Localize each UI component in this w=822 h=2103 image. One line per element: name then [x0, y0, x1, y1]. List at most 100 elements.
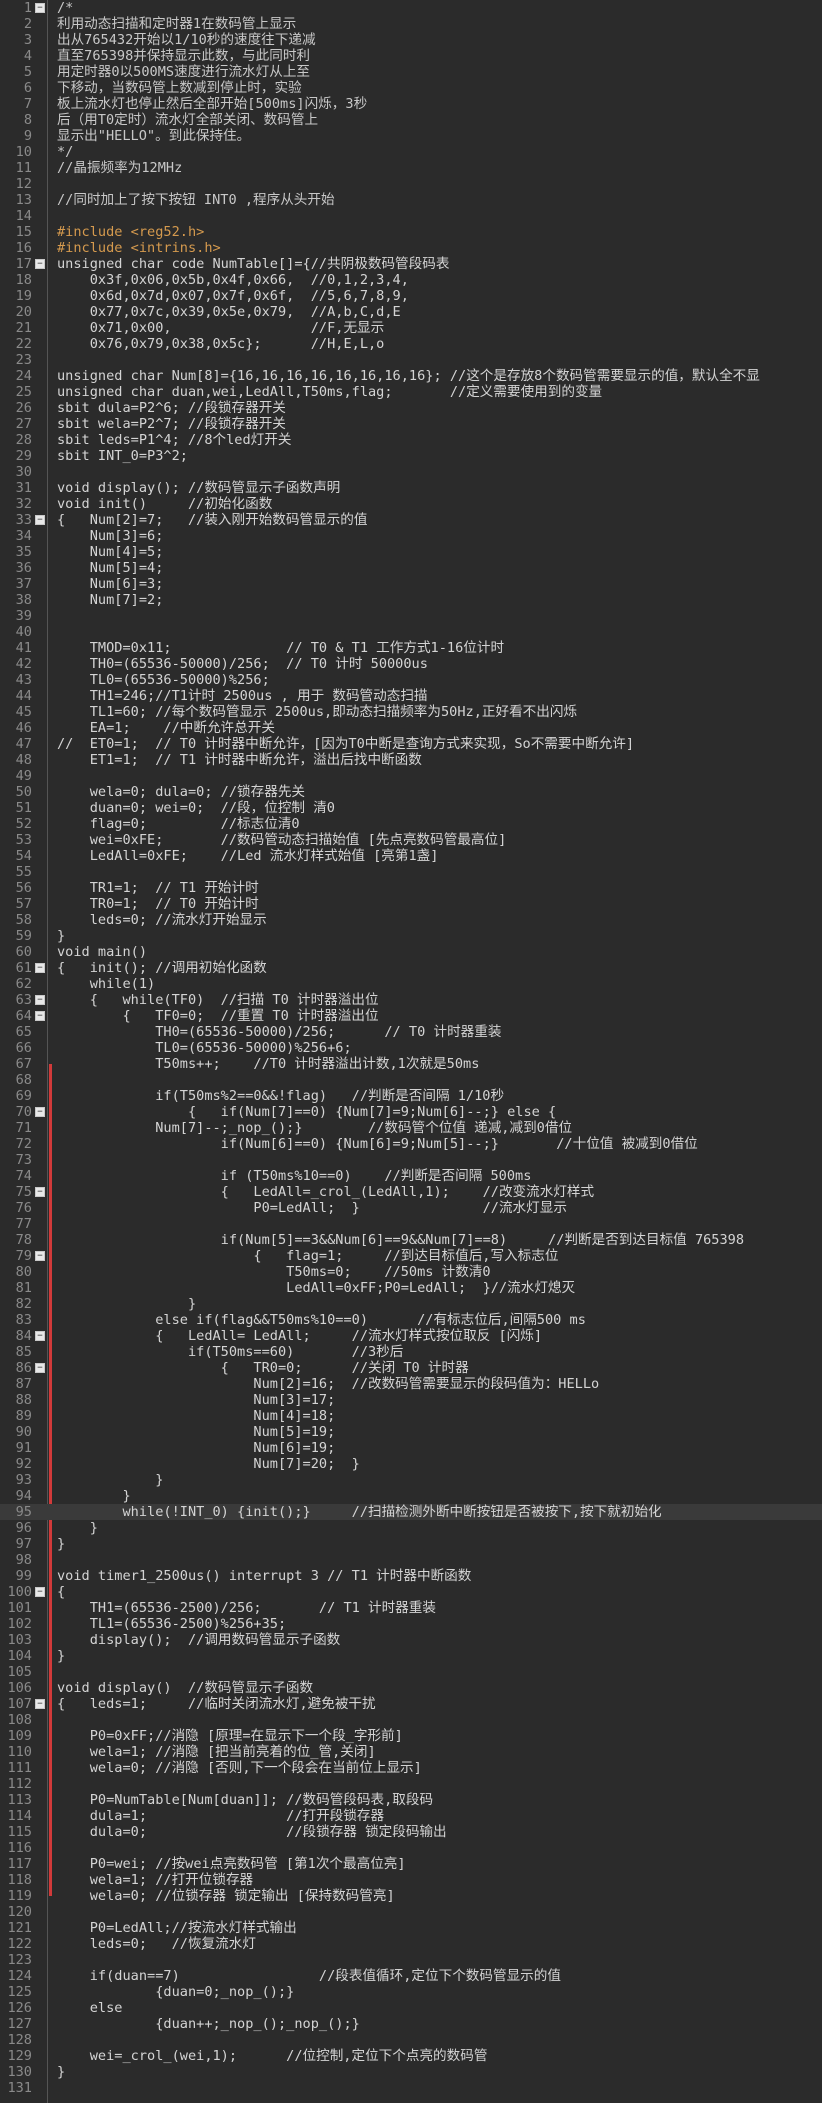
code-line[interactable]: 41 TMOD=0x11; // T0 & T1 工作方式1-16位计时 [0, 640, 822, 656]
code-line[interactable]: 50 wela=0; dula=0; //锁存器先关 [0, 784, 822, 800]
code-line[interactable]: 43 TL0=(65536-50000)%256; [0, 672, 822, 688]
code-line[interactable]: 44 TH1=246;//T1计时 2500us , 用于 数码管动态扫描 [0, 688, 822, 704]
code-line[interactable]: 19 0x6d,0x7d,0x07,0x7f,0x6f, //5,6,7,8,9… [0, 288, 822, 304]
code-line[interactable]: 110 wela=1; //消隐 [把当前亮着的位_管,关闭] [0, 1744, 822, 1760]
code-line[interactable]: 23 [0, 352, 822, 368]
code-line[interactable]: 95 while(!INT_0) {init();} //扫描检测外断中断按钮是… [0, 1504, 822, 1520]
code-line[interactable]: 75− { LedAll=_crol_(LedAll,1); //改变流水灯样式 [0, 1184, 822, 1200]
fold-toggle-icon[interactable]: − [35, 515, 45, 525]
code-line[interactable]: 87 Num[2]=16; //改数码管需要显示的段码值为：HELLo [0, 1376, 822, 1392]
code-line[interactable]: 34 Num[3]=6; [0, 528, 822, 544]
code-line[interactable]: 92 Num[7]=20; } [0, 1456, 822, 1472]
code-line[interactable]: 86− { TR0=0; //关闭 T0 计时器 [0, 1360, 822, 1376]
code-line[interactable]: 64− { TF0=0; //重置 T0 计时器溢出位 [0, 1008, 822, 1024]
fold-toggle-icon[interactable]: − [35, 1587, 45, 1597]
code-line[interactable]: 57 TR0=1; // T0 开始计时 [0, 896, 822, 912]
code-line[interactable]: 97} [0, 1536, 822, 1552]
code-line[interactable]: 45 TL1=60; //每个数码管显示 2500us,即动态扫描频率为50Hz… [0, 704, 822, 720]
code-line[interactable]: 120 [0, 1904, 822, 1920]
fold-toggle-icon[interactable]: − [35, 1331, 45, 1341]
code-line[interactable]: 71 Num[7]--;_nop_();} //数码管个位值 递减,减到0借位 [0, 1120, 822, 1136]
code-line[interactable]: 74 if (T50ms%10==0) //判断是否间隔 500ms [0, 1168, 822, 1184]
code-line[interactable]: 98 [0, 1552, 822, 1568]
fold-toggle-icon[interactable]: − [35, 259, 45, 269]
code-line[interactable]: 94 } [0, 1488, 822, 1504]
code-line[interactable]: 93 } [0, 1472, 822, 1488]
code-line[interactable]: 1−/* [0, 0, 822, 16]
code-line[interactable]: 37 Num[6]=3; [0, 576, 822, 592]
code-line[interactable]: 108 [0, 1712, 822, 1728]
code-line[interactable]: 73 [0, 1152, 822, 1168]
code-line[interactable]: 115 dula=0; //段锁存器 锁定段码输出 [0, 1824, 822, 1840]
code-line[interactable]: 16#include <intrins.h> [0, 240, 822, 256]
code-line[interactable]: 124 if(duan==7) //段表值循环,定位下个数码管显示的值 [0, 1968, 822, 1984]
fold-toggle-icon[interactable]: − [35, 3, 45, 13]
code-line[interactable]: 55 [0, 864, 822, 880]
code-line[interactable]: 17−unsigned char code NumTable[]={//共阴极数… [0, 256, 822, 272]
code-line[interactable]: 85 if(T50ms==60) //3秒后 [0, 1344, 822, 1360]
code-line[interactable]: 80 T50ms=0; //50ms 计数清0 [0, 1264, 822, 1280]
code-line[interactable]: 20 0x77,0x7c,0x39,0x5e,0x79, //A,b,C,d,E [0, 304, 822, 320]
code-line[interactable]: 107−{ leds=1; //临时关闭流水灯,避免被干扰 [0, 1696, 822, 1712]
code-line[interactable]: 13//同时加上了按下按钮 INT0 ,程序从头开始 [0, 192, 822, 208]
code-line[interactable]: 83 else if(flag&&T50ms%10==0) //有标志位后,间隔… [0, 1312, 822, 1328]
code-line[interactable]: 22 0x76,0x79,0x38,0x5c}; //H,E,L,o [0, 336, 822, 352]
code-line[interactable]: 70− { if(Num[7]==0) {Num[7]=9;Num[6]--;}… [0, 1104, 822, 1120]
code-line[interactable]: 109 P0=0xFF;//消隐 [原理=在显示下一个段_字形前] [0, 1728, 822, 1744]
code-line[interactable]: 123 [0, 1952, 822, 1968]
fold-toggle-icon[interactable]: − [35, 1011, 45, 1021]
code-line[interactable]: 81 LedAll=0xFF;P0=LedAll; }//流水灯熄灭 [0, 1280, 822, 1296]
code-line[interactable]: 67 T50ms++; //T0 计时器溢出计数,1次就是50ms [0, 1056, 822, 1072]
code-line[interactable]: 119 wela=0; //位锁存器 锁定输出 [保持数码管亮] [0, 1888, 822, 1904]
fold-toggle-icon[interactable]: − [35, 963, 45, 973]
code-line[interactable]: 21 0x71,0x00, //F,无显示 [0, 320, 822, 336]
code-line[interactable]: 30 [0, 464, 822, 480]
code-line[interactable]: 90 Num[5]=19; [0, 1424, 822, 1440]
fold-toggle-icon[interactable]: − [35, 995, 45, 1005]
code-line[interactable]: 46 EA=1; //中断允许总开关 [0, 720, 822, 736]
code-line[interactable]: 82 } [0, 1296, 822, 1312]
code-line[interactable]: 69 if(T50ms%2==0&&!flag) //判断是否间隔 1/10秒 [0, 1088, 822, 1104]
code-line[interactable]: 49 [0, 768, 822, 784]
code-line[interactable]: 79− { flag=1; //到达目标值后,写入标志位 [0, 1248, 822, 1264]
code-line[interactable]: 112 [0, 1776, 822, 1792]
code-line[interactable]: 127 {duan++;_nop_();_nop_();} [0, 2016, 822, 2032]
code-line[interactable]: 91 Num[6]=19; [0, 1440, 822, 1456]
code-line[interactable]: 62 while(1) [0, 976, 822, 992]
code-line[interactable]: 10*/ [0, 144, 822, 160]
code-line[interactable]: 104} [0, 1648, 822, 1664]
code-line[interactable]: 103 display(); //调用数码管显示子函数 [0, 1632, 822, 1648]
code-line[interactable]: 126 else [0, 2000, 822, 2016]
code-line[interactable]: 105 [0, 1664, 822, 1680]
code-line[interactable]: 42 TH0=(65536-50000)/256; // T0 计时 50000… [0, 656, 822, 672]
code-line[interactable]: 121 P0=LedAll;//按流水灯样式输出 [0, 1920, 822, 1936]
code-line[interactable]: 53 wei=0xFE; //数码管动态扫描始值 [先点亮数码管最高位] [0, 832, 822, 848]
code-line[interactable]: 118 wela=1; //打开位锁存器 [0, 1872, 822, 1888]
code-line[interactable]: 47// ET0=1; // T0 计时器中断允许，[因为T0中断是查询方式来实… [0, 736, 822, 752]
code-line[interactable]: 39 [0, 608, 822, 624]
code-line[interactable]: 33−{ Num[2]=7; //装入刚开始数码管显示的值 [0, 512, 822, 528]
code-line[interactable]: 130} [0, 2064, 822, 2080]
fold-toggle-icon[interactable]: − [35, 1187, 45, 1197]
code-line[interactable]: 12 [0, 176, 822, 192]
code-line[interactable]: 116 [0, 1840, 822, 1856]
code-line[interactable]: 38 Num[7]=2; [0, 592, 822, 608]
code-line[interactable]: 11//晶振频率为12MHz [0, 160, 822, 176]
code-line[interactable]: 14 [0, 208, 822, 224]
code-line[interactable]: 111 wela=0; //消隐 [否则,下一个段会在当前位上显示] [0, 1760, 822, 1776]
